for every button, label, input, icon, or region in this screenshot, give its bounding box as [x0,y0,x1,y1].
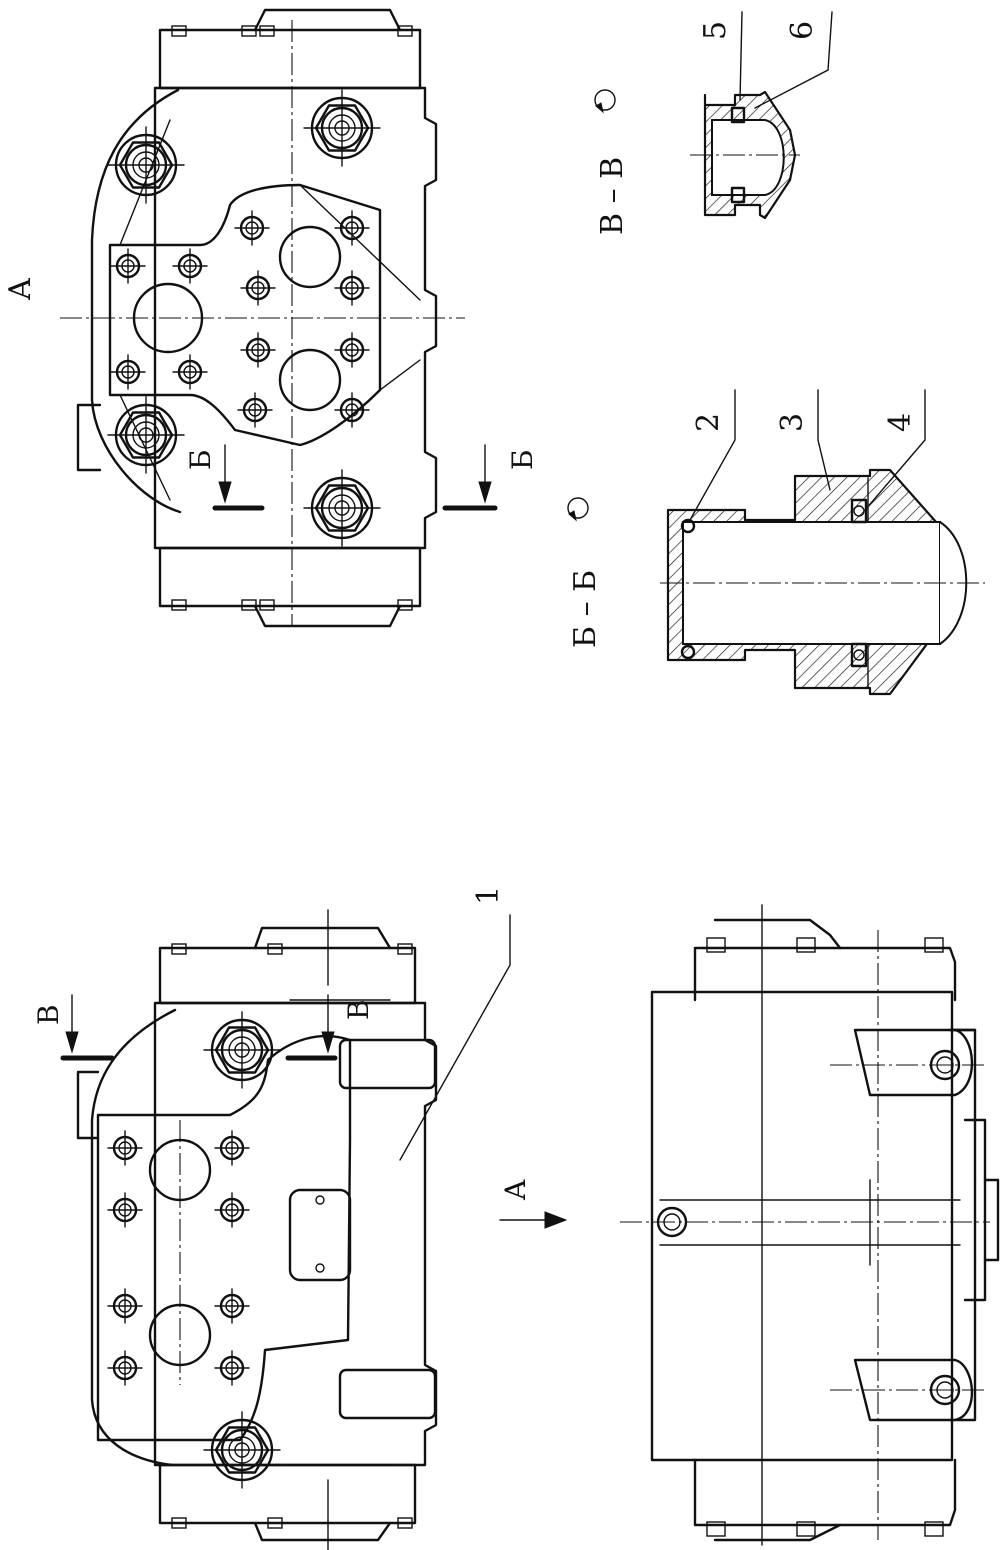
rotated-view-icon [567,497,589,521]
callout-1: 1 [471,886,506,905]
label-section-v-left: В [32,1004,65,1025]
label-view-a-arrow: A [499,1179,532,1201]
view-a-arrow [499,1211,568,1229]
view-a-assembly [60,8,465,628]
callout-1-leader [399,914,511,1161]
section-vv-title: В – В [595,157,630,235]
label-view-a-top: A [3,278,38,301]
callout-4: 4 [883,413,918,432]
drawing-labels: A Б Б В В A 1 2 3 4 5 6 Б – Б В – В [3,21,918,1201]
front-view-assembly [76,909,438,1550]
section-b-marks [212,444,498,511]
section-bb-title: Б – Б [568,570,603,648]
section-bb-drawing [660,389,985,696]
label-section-b-left: Б [184,449,217,470]
side-view-assembly [620,904,1000,1546]
callout-6: 6 [785,21,820,40]
section-vv-drawing [690,11,833,220]
rotated-view-icon [594,89,616,113]
callout-5: 5 [698,21,733,40]
callout-2: 2 [691,413,726,432]
label-section-v-right: В [342,999,375,1020]
label-section-b-right: Б [506,449,539,470]
callout-3: 3 [775,413,810,432]
section-v-marks [60,994,338,1061]
